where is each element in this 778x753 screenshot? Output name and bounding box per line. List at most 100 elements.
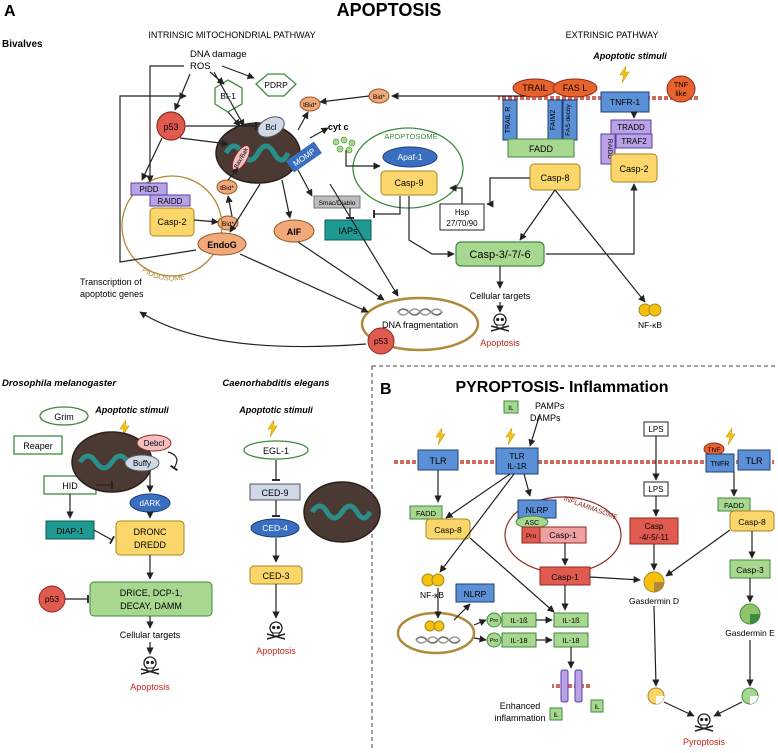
- elegans-stimuli: Apoptotic stimuli: [238, 405, 313, 415]
- lightning-icon-elegans: [267, 419, 278, 438]
- hsp-box: [439, 203, 485, 231]
- casp2-label: Casp-2: [157, 217, 186, 227]
- aif-node: [273, 219, 315, 243]
- pro-il1b-text: IL-1ß: [510, 616, 528, 625]
- il-label-out-2: IL: [594, 705, 600, 711]
- egl1-label: EGL-1: [263, 446, 289, 456]
- nfkb-nuclear-2: [433, 620, 445, 632]
- tlr-il1r-label-1: TLR: [509, 452, 524, 461]
- pro-il1b-label: Pro: [490, 618, 499, 624]
- gasdermin-e-nterm-cut: [750, 696, 758, 704]
- panel-a-title: APOPTOSIS: [337, 0, 442, 20]
- fadd-label: FADD: [529, 144, 554, 154]
- debcl-label: Debcl: [144, 439, 165, 448]
- membrane-b: [394, 454, 774, 468]
- casp2-ext-label: Casp-2: [619, 164, 648, 174]
- casp2-node: [149, 207, 195, 237]
- casp9-node: [380, 170, 438, 196]
- endog-label: EndoG: [207, 240, 237, 250]
- effectors-node: [89, 581, 213, 617]
- dredd-label: DREDD: [134, 540, 167, 550]
- elegans-title: Caenorhabditis elegans: [222, 378, 329, 389]
- dna-damage-label: DNA damage: [190, 49, 247, 60]
- tradd-label: TRADD: [617, 123, 645, 132]
- tnfr-node: [705, 453, 735, 473]
- pidd-label: PIDD: [139, 185, 158, 194]
- dronc-label: DRONC: [134, 527, 167, 537]
- trail-r-label: TRAIL R: [505, 107, 512, 134]
- fasl-node: [552, 78, 598, 98]
- tlr-node-2: [737, 449, 771, 471]
- intrinsic-header: INTRINSIC MITOCHONDRIAL PATHWAY: [148, 30, 315, 40]
- bcl-label: Bcl: [265, 123, 276, 132]
- gasdermin-pore-right: [574, 669, 583, 703]
- effectors-label-1: DRICE, DCP-1,: [120, 588, 183, 598]
- traf2-node: [615, 133, 653, 149]
- panel-b-arrows: [434, 413, 756, 717]
- nfkb-label-a: NF-κB: [638, 320, 662, 330]
- inflammasome-label: INFLAMMASOME: [563, 496, 619, 522]
- apoptosome-ring: [352, 127, 464, 209]
- momp-node: [286, 141, 322, 173]
- fadd-label-b2: FADD: [724, 501, 745, 510]
- hsp-label-2: 27/70/90: [446, 219, 478, 228]
- tlr-label-1: TLR: [429, 456, 447, 466]
- buffy-node: [124, 454, 160, 472]
- tnfr1-label: TNFR-1: [610, 97, 640, 107]
- hid-label: HID: [62, 481, 78, 491]
- lps-label-top: LPS: [648, 425, 663, 434]
- debcl-node: [136, 434, 172, 452]
- pro-il18-label: Pro: [490, 638, 499, 644]
- gasdermin-e-label: Gasdermin E: [725, 628, 775, 638]
- tbid-node-1: [216, 179, 238, 195]
- gasdermin-pore-left: [560, 669, 569, 703]
- gasdermin-d-label: Gasdermin D: [629, 596, 679, 606]
- casp376-label: Casp-3/-7/-6: [469, 249, 530, 261]
- transcription-label-2: apoptotic genes: [80, 289, 144, 299]
- panel-a-letter: A: [4, 3, 16, 20]
- nfkb-node-a2: [648, 303, 662, 317]
- buffy-label: Buffy: [133, 459, 151, 468]
- skull-icon-b: [694, 713, 714, 732]
- nlrp-label-2: NLRP: [464, 589, 487, 599]
- drosophila-stimuli: Apoptotic stimuli: [94, 405, 169, 415]
- ced4-label: CED-4: [262, 523, 288, 533]
- piddosome-ring: [121, 175, 223, 277]
- panel-b-title: PYROPTOSIS- Inflammation: [455, 379, 668, 396]
- grim-label: Grim: [54, 412, 74, 422]
- dna-frag-ring: [360, 296, 480, 352]
- raidd-ext-label: RAIDD: [606, 139, 613, 160]
- casp2-ext-node: [610, 153, 658, 183]
- raidd-label: RAIDD: [158, 197, 183, 206]
- pdrp-label: PDRP: [264, 80, 288, 90]
- grim-node: [39, 406, 89, 426]
- bivalves-label: Bivalves: [2, 39, 43, 50]
- extrinsic-header: EXTRINSIC PATHWAY: [566, 30, 659, 40]
- gasdermin-e-cut: [750, 614, 760, 624]
- iaps-node: [324, 219, 372, 241]
- panel-a-arrows: [119, 65, 646, 348]
- dark-label: dARK: [140, 499, 162, 508]
- mitochondrion-elegans-cristae: [309, 503, 373, 521]
- egl1-node: [243, 440, 309, 460]
- panel-b-letter: B: [380, 381, 392, 398]
- diap1-label: DIAP-1: [56, 526, 84, 536]
- nlrp-label-1: NLRP: [526, 505, 549, 515]
- tbid-label-1: tBid*: [220, 185, 234, 192]
- casp8-node-b1: [425, 518, 471, 540]
- tnfr1-node: [600, 91, 650, 113]
- skull-icon-dros: [140, 656, 160, 675]
- casp451-label-2: -4/-5/-11: [639, 533, 669, 542]
- drosophila-arrows: [65, 451, 179, 655]
- cyt-c-label: cyt c: [328, 122, 349, 132]
- effectors-label-2: DECAY, DAMM: [120, 601, 182, 611]
- enhanced-inflammation-2: inflammation: [494, 713, 545, 723]
- lps-label-inner: LPS: [648, 485, 663, 494]
- nucleus-ring-b: [396, 611, 476, 655]
- damps-label: DAMPs: [530, 413, 561, 423]
- transcription-label-1: Transcription of: [80, 277, 142, 287]
- fadd-node-b1: [409, 505, 443, 520]
- lightning-icon-b3: [725, 427, 736, 446]
